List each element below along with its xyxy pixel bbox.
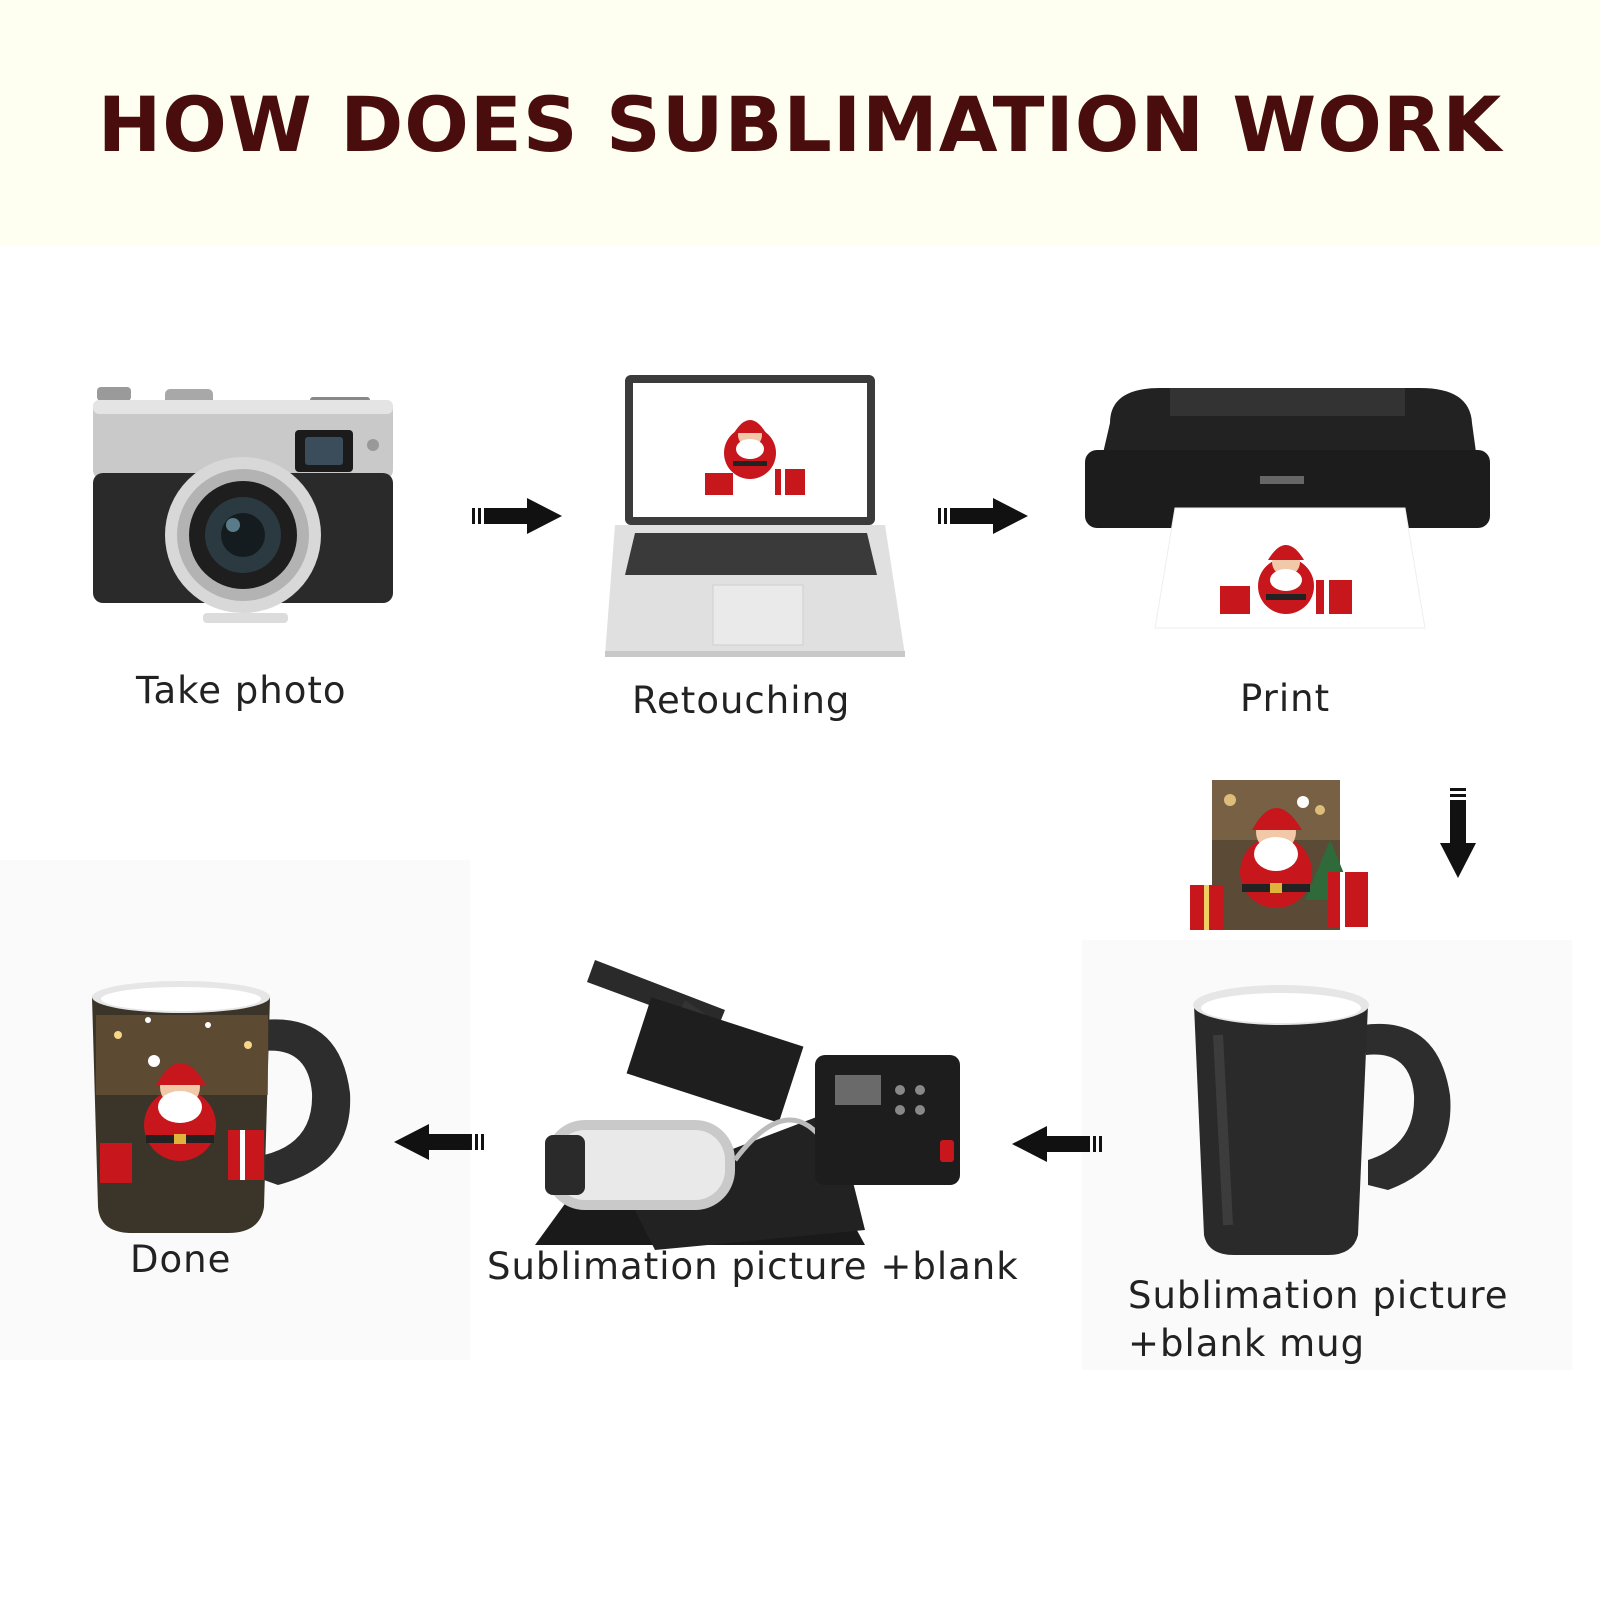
camera-icon: [93, 387, 393, 623]
printer-icon: [1085, 388, 1490, 629]
laptop-icon: [605, 375, 905, 657]
step-label-print: Print: [1240, 677, 1331, 720]
arrow-left-icon: [394, 1124, 484, 1160]
step-label-blank-mug: Sublimation picture +blank mug: [1128, 1274, 1509, 1365]
header-banner: HOW DOES SUBLIMATION WORK: [0, 0, 1600, 246]
page-title: HOW DOES SUBLIMATION WORK: [97, 80, 1503, 169]
arrow-left-icon: [1012, 1126, 1102, 1162]
blank-mug-icon: [1193, 985, 1451, 1255]
step-label-retouching: Retouching: [632, 679, 851, 722]
step-label-press: Sublimation picture +blank: [487, 1245, 1019, 1288]
sublimation-picture-icon: [1190, 780, 1368, 930]
arrow-right-icon: [938, 498, 1028, 534]
mug-press-icon: [535, 960, 960, 1250]
step-label-take-photo: Take photo: [136, 669, 347, 712]
arrow-down-icon: [1440, 788, 1476, 878]
printed-mug-icon: [92, 981, 351, 1233]
arrow-right-icon: [472, 498, 562, 534]
step-label-done: Done: [130, 1238, 232, 1281]
